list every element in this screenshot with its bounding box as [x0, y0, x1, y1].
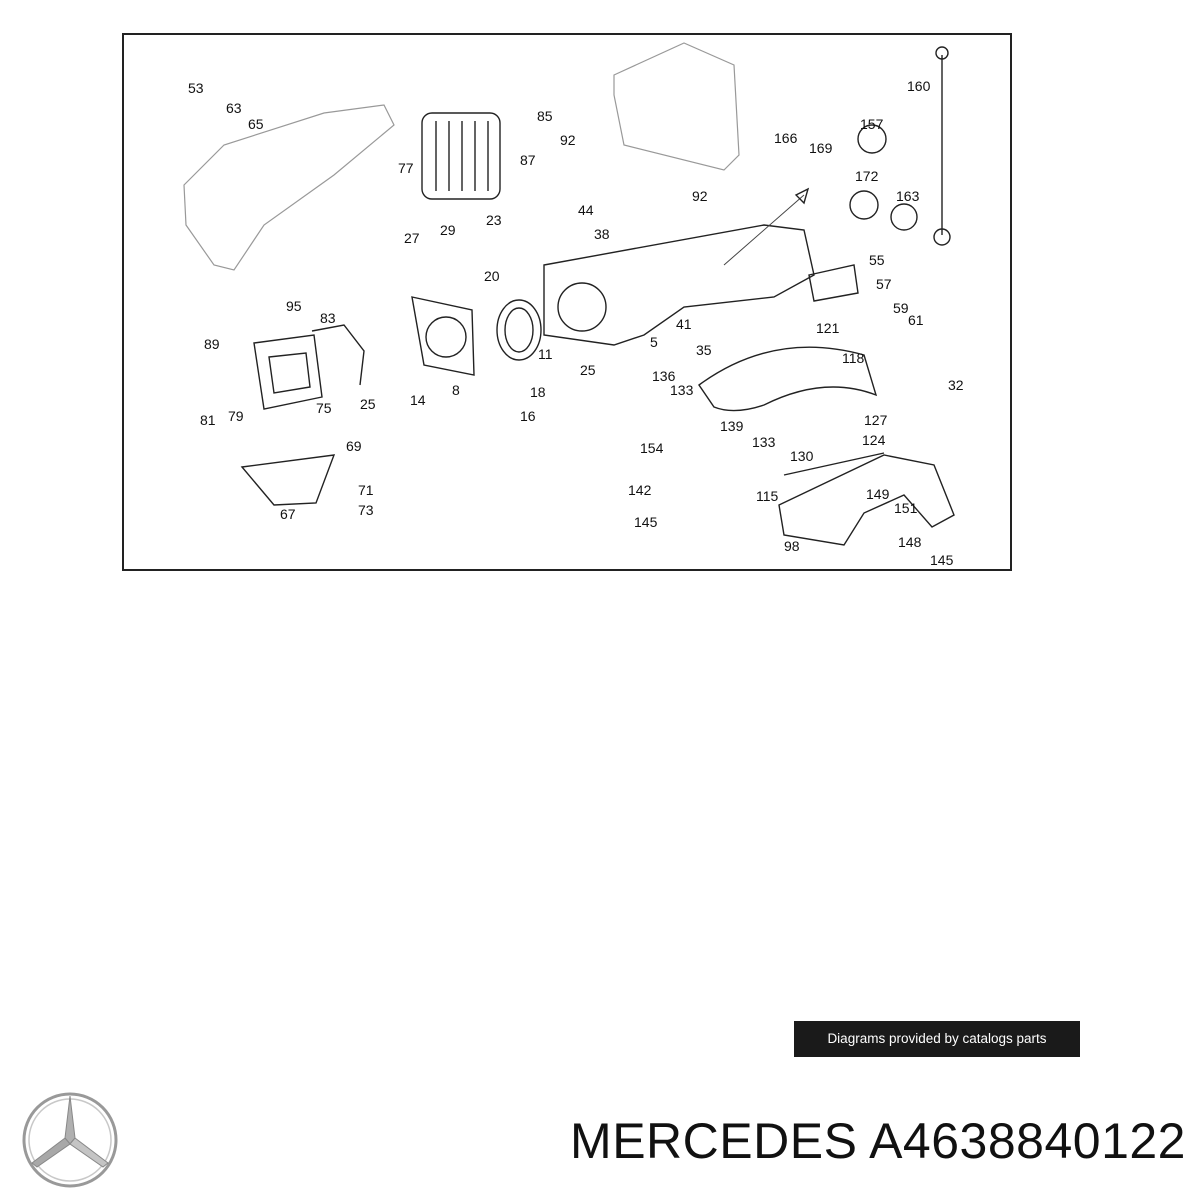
- callout-label: 55: [869, 252, 885, 268]
- callout-label: 67: [280, 506, 296, 522]
- callout-label: 73: [358, 502, 374, 518]
- callout-label: 16: [520, 408, 536, 424]
- callout-label: 41: [676, 316, 692, 332]
- part-number: A4638840122: [869, 1113, 1186, 1169]
- callout-label: 25: [360, 396, 376, 412]
- callout-label: 71: [358, 482, 374, 498]
- callout-label: 85: [537, 108, 553, 124]
- callout-label: 160: [907, 78, 931, 94]
- callout-label: 83: [320, 310, 336, 326]
- callout-label: 98: [784, 538, 800, 554]
- callout-label: 145: [634, 514, 658, 530]
- callout-label: 44: [578, 202, 594, 218]
- callout-label: 136: [652, 368, 676, 384]
- callout-label: 157: [860, 116, 884, 132]
- callout-label: 65: [248, 116, 264, 132]
- brand-name: MERCEDES: [570, 1113, 858, 1169]
- mercedes-star-icon: [22, 1092, 118, 1188]
- callout-label: 121: [816, 320, 840, 336]
- callout-label: 59: [893, 300, 909, 316]
- callout-label: 154: [640, 440, 664, 456]
- callout-label: 29: [440, 222, 456, 238]
- callout-label: 14: [410, 392, 426, 408]
- callout-label: 38: [594, 226, 610, 242]
- callout-label: 35: [696, 342, 712, 358]
- callout-label: 169: [809, 140, 833, 156]
- callout-label: 57: [876, 276, 892, 292]
- catalog-credit-badge: Diagrams provided by catalogs parts: [794, 1021, 1080, 1057]
- callout-label: 118: [842, 350, 865, 366]
- callout-label: 127: [864, 412, 888, 428]
- callout-label: 79: [228, 408, 244, 424]
- callout-label: 27: [404, 230, 420, 246]
- callout-label: 149: [866, 486, 890, 502]
- callout-label: 133: [752, 434, 776, 450]
- callout-label: 25: [580, 362, 596, 378]
- callout-label: 61: [908, 312, 924, 328]
- callout-label: 139: [720, 418, 744, 434]
- callout-label: 81: [200, 412, 216, 428]
- callout-label: 133: [670, 382, 694, 398]
- callout-label: 23: [486, 212, 502, 228]
- callout-label: 75: [316, 400, 332, 416]
- callout-label: 148: [898, 534, 922, 550]
- callout-label: 8: [452, 382, 460, 398]
- callout-label: 115: [756, 488, 779, 504]
- callout-label: 142: [628, 482, 652, 498]
- callout-label: 92: [560, 132, 576, 148]
- callout-label: 32: [948, 377, 964, 393]
- part-title: MERCEDES A4638840122: [570, 1112, 1186, 1170]
- callout-label: 95: [286, 298, 302, 314]
- callout-label: 69: [346, 438, 362, 454]
- callout-label: 124: [862, 432, 886, 448]
- callout-label: 18: [530, 384, 546, 400]
- callout-label: 151: [894, 500, 918, 516]
- callout-label: 89: [204, 336, 220, 352]
- callout-label: 87: [520, 152, 536, 168]
- callout-label: 163: [896, 188, 920, 204]
- callout-label: 77: [398, 160, 414, 176]
- callout-label: 11: [538, 346, 553, 362]
- callout-label: 166: [774, 130, 798, 146]
- callout-label: 172: [855, 168, 879, 184]
- callout-label: 53: [188, 80, 204, 96]
- callout-label: 130: [790, 448, 814, 464]
- callout-label: 5: [650, 334, 658, 350]
- callout-label: 92: [692, 188, 708, 204]
- callout-label: 20: [484, 268, 500, 284]
- callout-label: 63: [226, 100, 242, 116]
- callout-label: 145: [930, 552, 954, 568]
